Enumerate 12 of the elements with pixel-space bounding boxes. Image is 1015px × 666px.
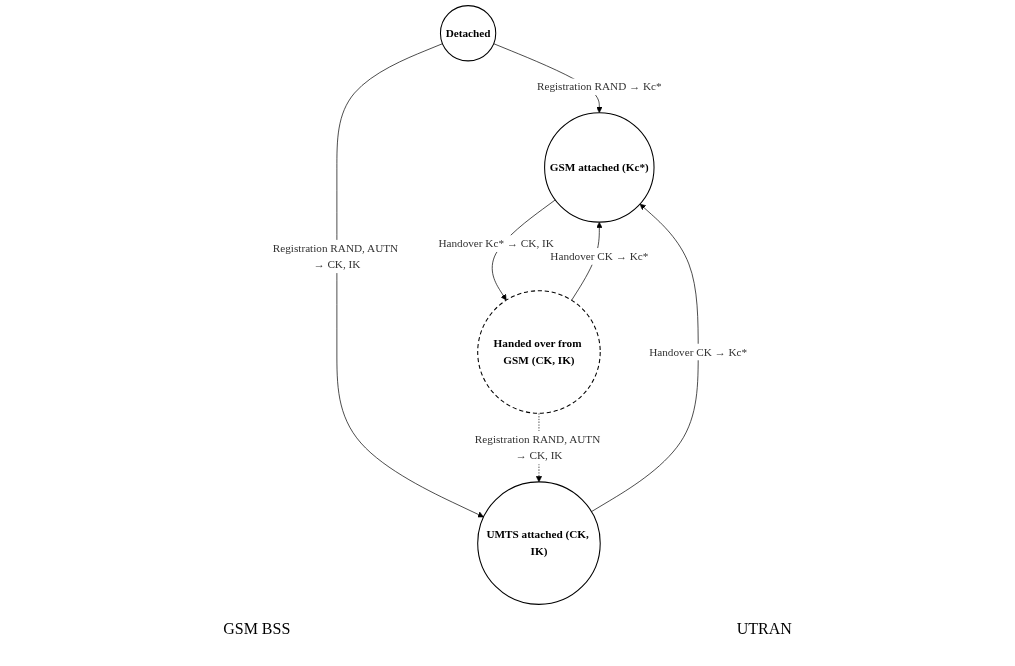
edge-label: Handover Kc* → CK, IK [438,237,555,250]
edge-label: Registration RAND, AUTN → CK, IK [273,241,399,271]
edge-label: Handover CK → Kc* [550,250,649,263]
node-circle: UMTS attached (CK, IK) [477,481,602,605]
edge-label: Registration RAND, AUTN → CK, IK [475,432,601,462]
node-circle: Handed over from GSM (CK, IK) [477,290,602,414]
region-label: GSM BSS [223,620,291,638]
region-label: UTRAN [736,620,792,638]
node-circle: Detached [440,5,497,62]
edge-label: Handover CK → Kc* [649,345,748,358]
edge-label: Registration RAND → Kc* [537,80,663,93]
node-circle: GSM attached (Kc*) [544,112,656,223]
